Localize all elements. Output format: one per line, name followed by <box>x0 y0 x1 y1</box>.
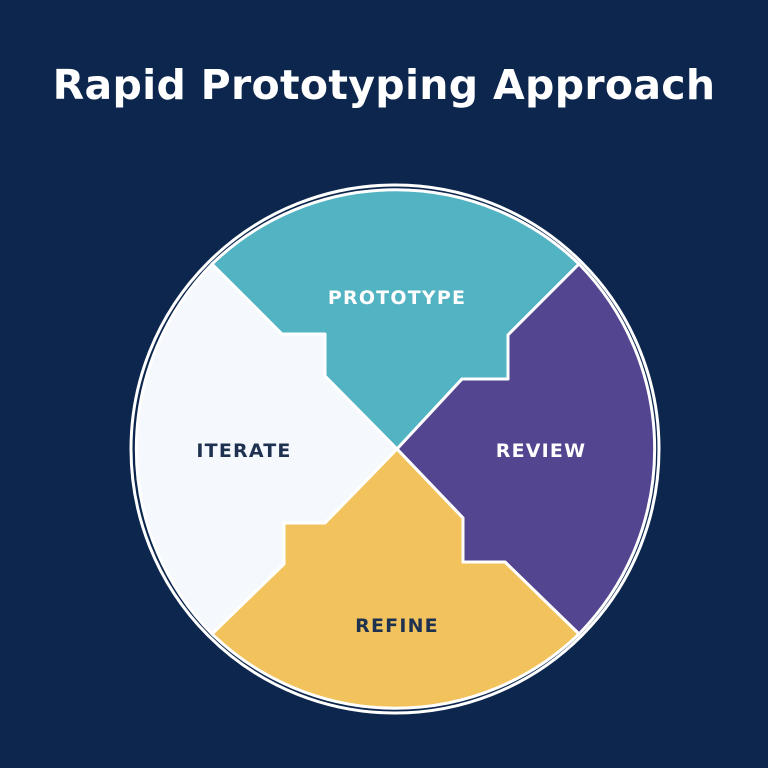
segment-label-prototype: PROTOTYPE <box>328 287 466 309</box>
segment-refine <box>210 447 581 710</box>
segment-iterate <box>134 262 399 636</box>
segment-label-refine: REFINE <box>355 615 439 637</box>
segment-label-iterate: ITERATE <box>196 440 291 462</box>
segment-prototype <box>210 188 581 451</box>
diagram-outline <box>129 183 661 715</box>
page-title: Rapid Prototyping Approach <box>52 61 716 109</box>
segment-label-review: REVIEW <box>496 440 587 462</box>
segment-review <box>395 262 657 636</box>
